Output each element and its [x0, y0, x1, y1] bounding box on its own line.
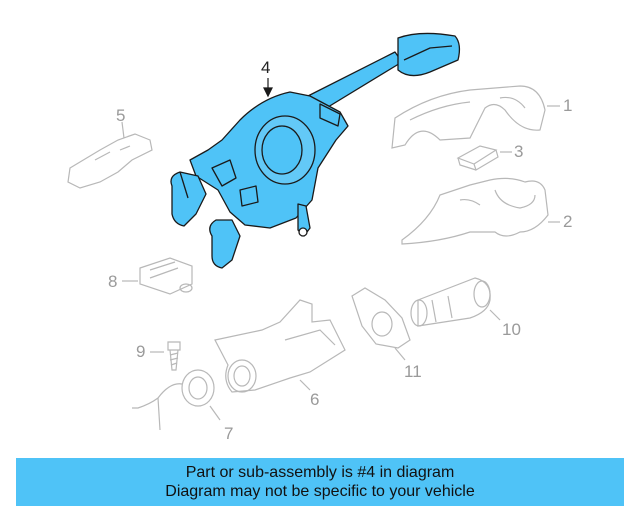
part-8-module — [139, 257, 193, 295]
part-4-combination-switch — [170, 32, 461, 269]
callout-9: 9 — [136, 342, 146, 361]
part-7-ignition-switch — [132, 369, 215, 431]
callout-6: 6 — [310, 390, 320, 409]
callout-11: 11 — [404, 362, 422, 381]
callout-3: 3 — [514, 142, 524, 161]
part-9-bolt — [167, 341, 181, 371]
part-5-bracket — [67, 133, 153, 189]
banner-line-1: Part or sub-assembly is #4 in diagram — [185, 464, 455, 481]
part-10-cylinder — [410, 277, 491, 327]
callout-10: 10 — [502, 320, 521, 339]
part-1-upper-shroud — [391, 85, 546, 149]
part-11-bezel — [351, 287, 411, 349]
part-3-switch — [456, 145, 499, 171]
callout-4: 4 — [261, 58, 271, 77]
callout-5: 5 — [116, 106, 126, 125]
callout-8: 8 — [108, 272, 118, 291]
leader-arrow-4 — [263, 78, 273, 98]
banner-line-2: Diagram may not be specific to your vehi… — [165, 483, 475, 500]
parts-diagram: 4 1 2 3 5 6 7 8 9 10 11 — [67, 32, 573, 443]
part-2-lower-shroud — [401, 177, 549, 245]
callout-1: 1 — [563, 96, 573, 115]
diagram-drawing — [67, 32, 560, 431]
callout-7: 7 — [224, 424, 234, 443]
callout-2: 2 — [563, 212, 573, 231]
part-6-lock-housing — [214, 299, 346, 393]
info-banner: Part or sub-assembly is #4 in diagram Di… — [16, 458, 624, 506]
